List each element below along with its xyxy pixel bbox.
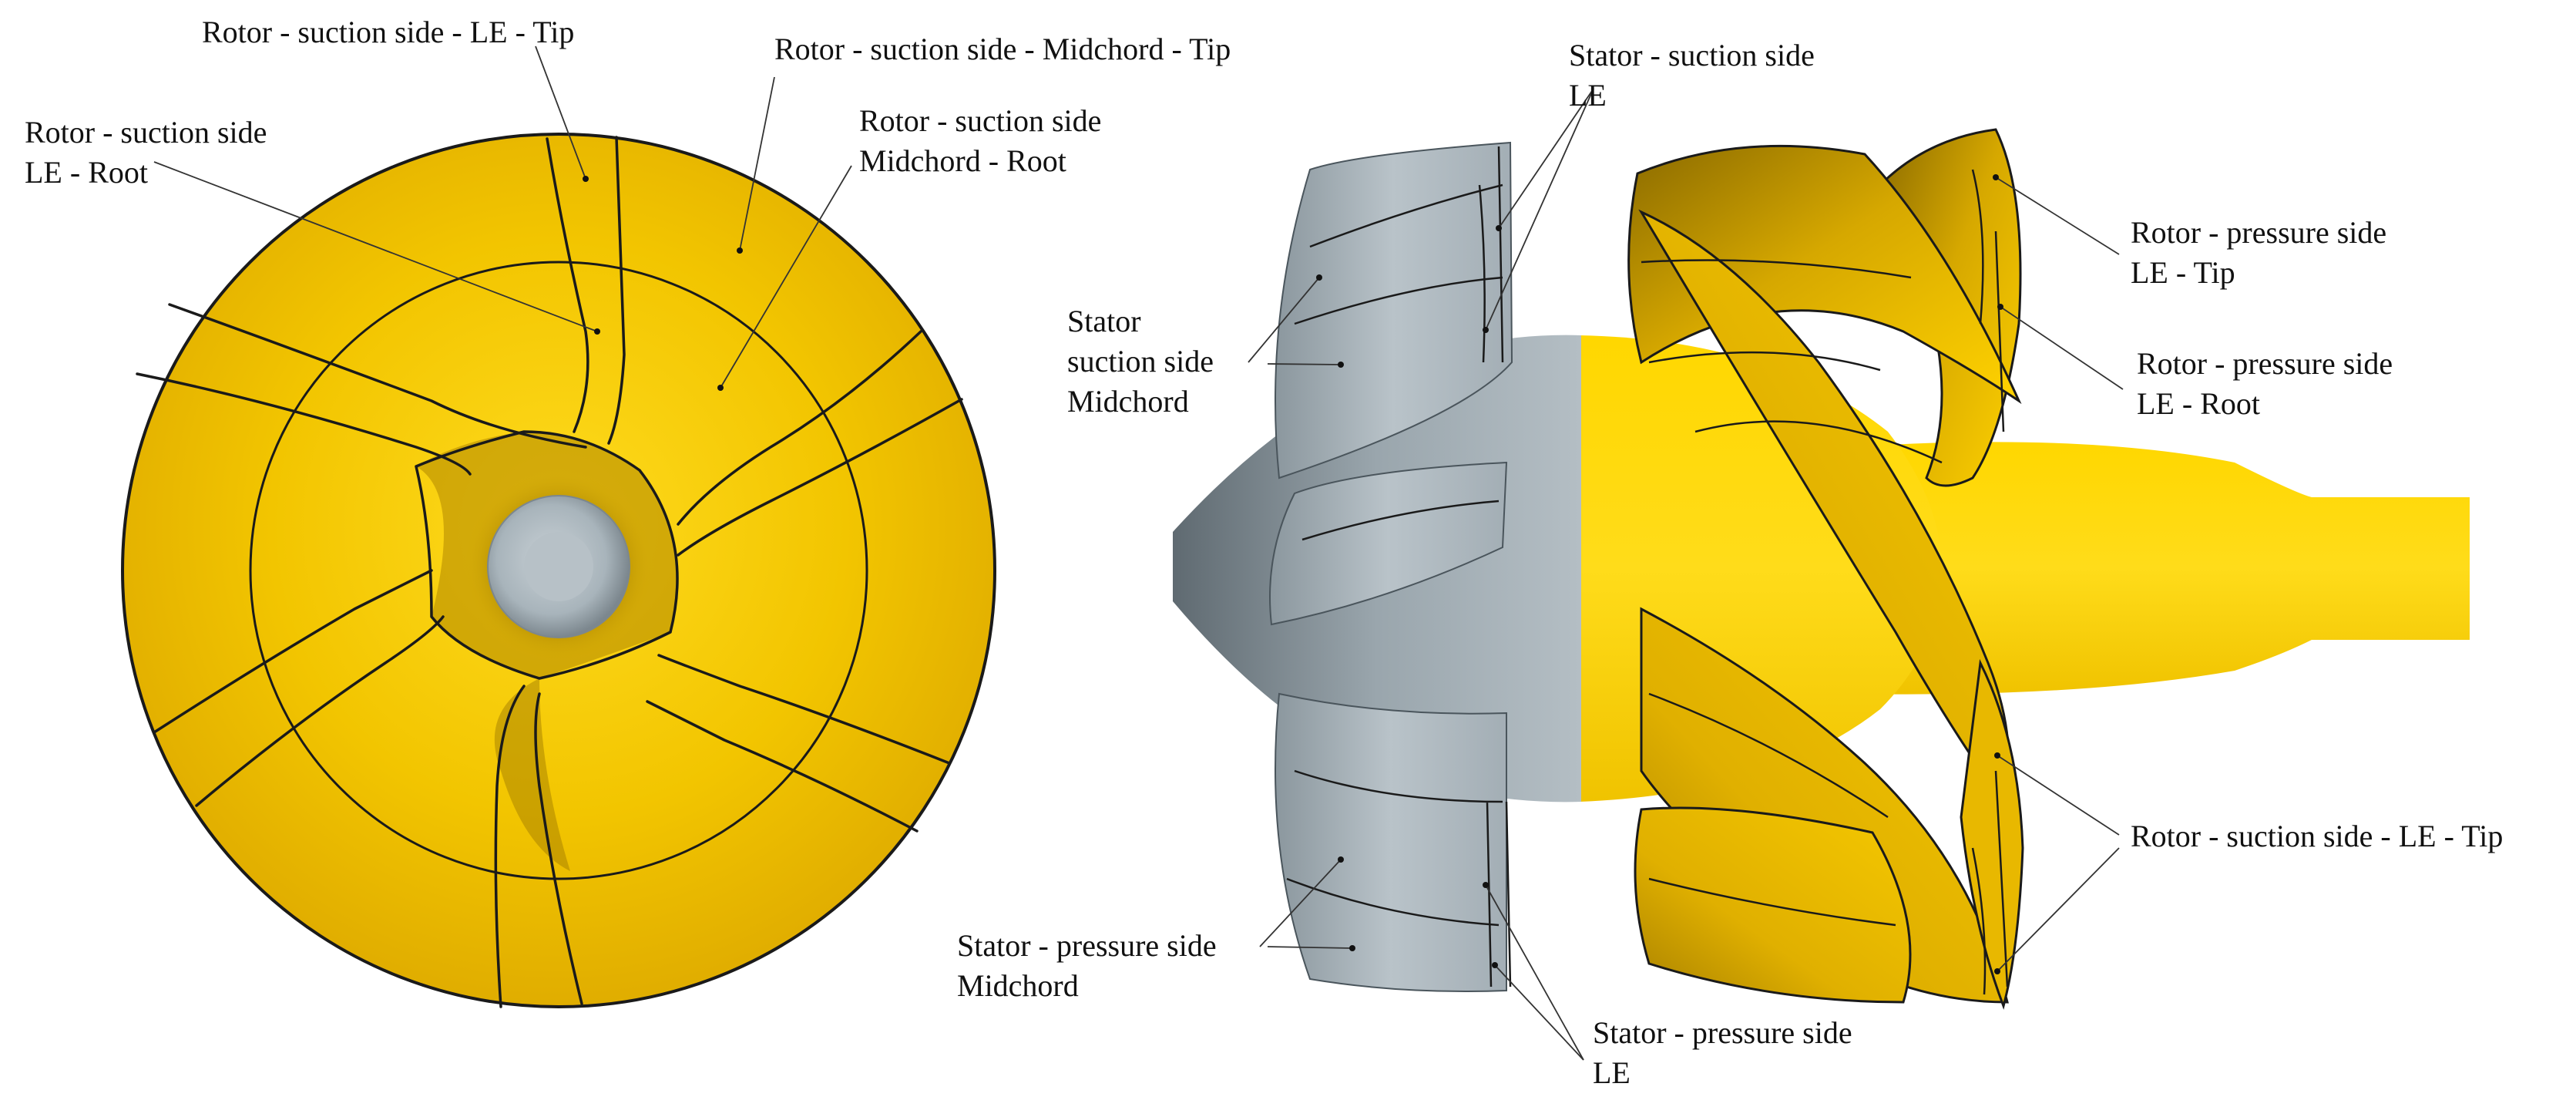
rotor-seam bbox=[1648, 692, 2009, 995]
rotor-seam bbox=[646, 700, 919, 833]
label-rotor-pressure-side-le-tip: Rotor - pressure side LE - Tip bbox=[2131, 215, 2394, 290]
label-stator-pressure-side-le: Stator - pressure side LE bbox=[1593, 1015, 1860, 1090]
label-rotor-suction-side-le-tip-left: Rotor - suction side - LE - Tip bbox=[202, 15, 574, 49]
label-rotor-suction-side-midchord-tip: Rotor - suction side - Midchord - Tip bbox=[774, 32, 1231, 66]
label-rotor-suction-side-le-tip-right: Rotor - suction side - LE - Tip bbox=[2131, 819, 2503, 853]
label-rotor-pressure-side-le-root: Rotor - pressure side LE - Root bbox=[2137, 346, 2400, 421]
rotor-seam bbox=[534, 692, 583, 1005]
rotor-seam bbox=[1641, 169, 2005, 464]
rotor-seam bbox=[546, 137, 589, 433]
stator-seam bbox=[1286, 769, 1512, 988]
rotor-mid-circle bbox=[249, 261, 868, 880]
label-rotor-suction-side-le-root: Rotor - suction side LE - Root bbox=[25, 115, 274, 190]
rotor-blade-upper bbox=[1627, 144, 2022, 405]
rotor-seam bbox=[677, 398, 963, 557]
rotor-seam bbox=[494, 685, 526, 1008]
label-rotor-suction-side-midchord-root: Rotor - suction side Midchord - Root bbox=[859, 103, 1109, 178]
stator-seam bbox=[1294, 183, 1503, 325]
rotor-blade-tip-right bbox=[1960, 658, 2024, 1010]
stator-blade-middle bbox=[1269, 461, 1508, 626]
labels: Rotor - suction side - LE - Tip Rotor - … bbox=[25, 15, 2503, 1090]
rotor-seam bbox=[607, 136, 626, 445]
rotor-hub-outline bbox=[415, 430, 679, 680]
rotor-blades bbox=[1627, 128, 2024, 1010]
rotor-shadow-lower bbox=[494, 678, 570, 871]
stator-blade-top bbox=[1275, 141, 1513, 479]
rotor-front-view bbox=[121, 133, 996, 1008]
stator-blades bbox=[1269, 141, 1513, 992]
stator-blade-bottom bbox=[1275, 692, 1507, 992]
stator-seam bbox=[1301, 500, 1500, 541]
rotor-shaft-tail bbox=[1849, 442, 2470, 695]
rotor-seam bbox=[195, 615, 445, 807]
stator-seam bbox=[1478, 146, 1504, 363]
rotor-seam bbox=[136, 372, 472, 476]
rotor-seam bbox=[168, 303, 587, 449]
rotor-seam bbox=[657, 654, 951, 765]
label-stator-suction-side-le: Stator - suction side LE bbox=[1569, 38, 1822, 113]
side-view bbox=[1173, 128, 2470, 1010]
rotor-seam bbox=[677, 330, 922, 526]
leader-lines bbox=[153, 45, 2124, 1061]
rotor-seam bbox=[153, 569, 433, 734]
label-stator-pressure-side-midchord: Stator - pressure side Midchord bbox=[957, 928, 1224, 1003]
rotor-shaft-core bbox=[524, 532, 593, 601]
label-stator-suction-side-midchord: Stator suction side Midchord bbox=[1067, 304, 1221, 419]
